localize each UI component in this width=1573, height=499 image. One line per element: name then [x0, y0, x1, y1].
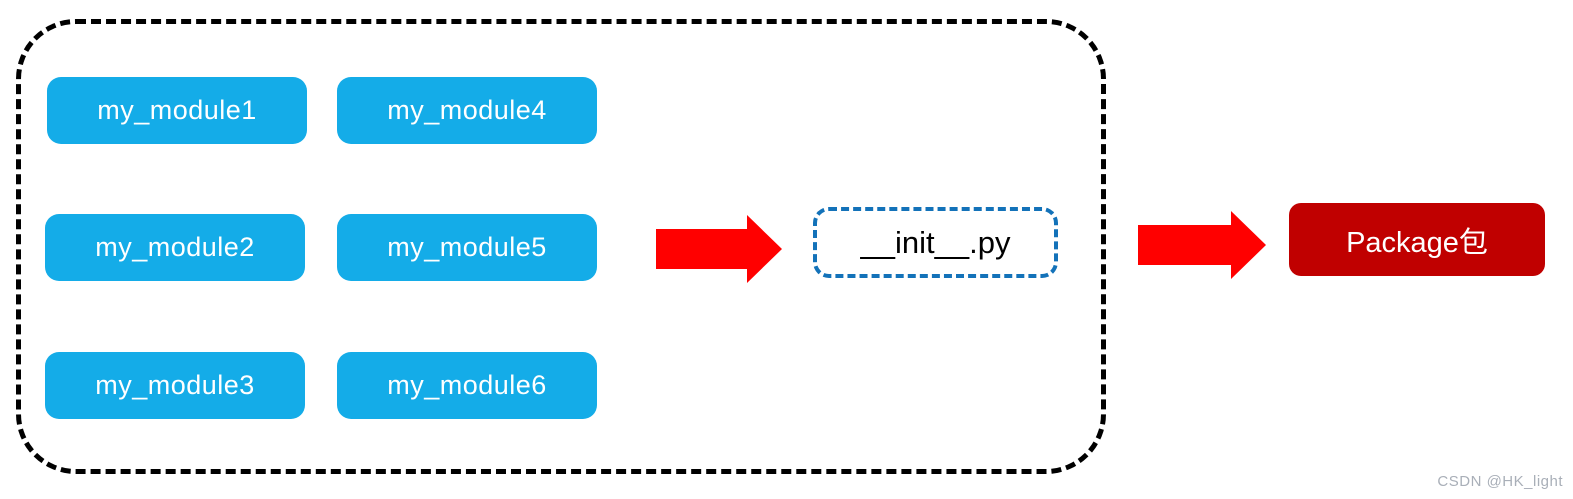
module-box-my-module6: my_module6	[337, 352, 597, 419]
module-box-my-module4: my_module4	[337, 77, 597, 144]
package-box: Package包	[1289, 203, 1545, 276]
arrow-right-icon	[656, 215, 782, 283]
package-label: Package包	[1346, 226, 1488, 259]
module-box-my-module1: my_module1	[47, 77, 307, 144]
init-py-file-box: __init__.py	[813, 207, 1058, 278]
module-box-my-module2: my_module2	[45, 214, 305, 281]
watermark: CSDN @HK_light	[1437, 473, 1563, 490]
module-box-my-module3: my_module3	[45, 352, 305, 419]
arrow-right-icon	[1138, 211, 1266, 279]
modules-group-container	[16, 19, 1106, 474]
init-py-label: __init__.py	[860, 224, 1011, 260]
module-box-my-module5: my_module5	[337, 214, 597, 281]
